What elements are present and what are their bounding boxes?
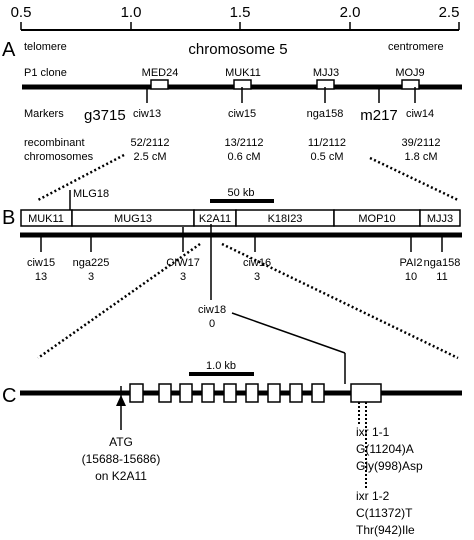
recombinant-ratio: 39/2112 xyxy=(402,137,441,149)
mutation-nucleotide: C(11372)T xyxy=(356,506,413,520)
marker-count: 13 xyxy=(35,271,47,283)
marker-count: 11 xyxy=(436,271,447,283)
exon xyxy=(350,383,382,403)
exon xyxy=(245,383,259,403)
marker-count: 3 xyxy=(88,271,94,283)
centromere-label: centromere xyxy=(388,41,444,53)
p1-clone-label: MJJ3 xyxy=(313,67,339,79)
marker-label: g3715 xyxy=(84,107,126,124)
bac-label: MJJ3 xyxy=(427,213,453,225)
mutation-label: ixr 1-1 xyxy=(356,425,390,439)
marker-label: m217 xyxy=(360,107,398,124)
ciw18-count: 0 xyxy=(209,318,215,330)
atg-position: (15688-15686) xyxy=(82,452,161,466)
scale-bar-label: 50 kb xyxy=(228,187,255,199)
marker-label: ciw13 xyxy=(133,108,161,120)
bac-box xyxy=(419,209,461,227)
marker-label: CIW17 xyxy=(166,257,200,269)
scale-tick-label: 1.5 xyxy=(230,4,251,21)
exon xyxy=(223,383,237,403)
zoom-line xyxy=(369,156,459,202)
ciw18-connector xyxy=(231,312,346,354)
recombinant-ratio: 52/2112 xyxy=(131,137,170,149)
p1-clone-label: P1 clone xyxy=(24,67,67,79)
genetic-distance: 1.8 cM xyxy=(404,151,437,163)
scale-tick-label: 2.0 xyxy=(340,4,361,21)
recombinant-ratio: 13/2112 xyxy=(225,137,264,149)
exon xyxy=(267,383,281,403)
atg-arrow-icon xyxy=(116,395,126,406)
exon xyxy=(179,383,193,403)
panel-b: B 50 kb MLG18 MUK11 MUG13 K2A11 K18I23 M… xyxy=(2,187,462,330)
markers-label: Markers xyxy=(24,108,64,120)
p1-clone-label: MOJ9 xyxy=(395,67,424,79)
zoom-line xyxy=(37,242,201,360)
marker-label: ciw14 xyxy=(406,108,434,120)
panel-letter-c: C xyxy=(2,385,16,407)
bac-label: K18I23 xyxy=(268,213,303,225)
mutation-amino-acid: Gly(998)Asp xyxy=(356,459,423,473)
genetic-distance: 2.5 cM xyxy=(133,151,166,163)
mutation-amino-acid: Thr(942)Ile xyxy=(356,523,415,537)
p1-clone-label: MUK11 xyxy=(225,67,261,79)
genetic-distance: 0.5 cM xyxy=(310,151,343,163)
panel-c: C 1.0 kb ATG (15688-15686) on K2A11 ixr … xyxy=(2,360,462,537)
panel-a: A telomere chromosome 5 centromere P1 cl… xyxy=(2,39,462,163)
marker-label: ciw15 xyxy=(228,108,256,120)
recombinant-ratio: 11/2112 xyxy=(308,137,346,149)
bac-label: MUG13 xyxy=(114,213,152,225)
panel-letter-a: A xyxy=(2,39,16,61)
p1-clone-box xyxy=(401,79,420,90)
genetic-distance: 0.6 cM xyxy=(227,151,260,163)
bac-label: MUK11 xyxy=(28,213,64,225)
chromosomes-label: chromosomes xyxy=(24,151,94,163)
scale-tick-label: 1.0 xyxy=(121,4,142,21)
mutation-nucleotide: G(11204)A xyxy=(356,442,414,456)
marker-label: ciw15 xyxy=(27,257,55,269)
chromosome-scale: 0.5 1.0 1.5 2.0 2.5 xyxy=(11,4,460,31)
telomere-label: telomere xyxy=(24,41,67,53)
marker-label: nga158 xyxy=(424,257,461,269)
bac-label: K2A11 xyxy=(199,213,231,225)
exon xyxy=(289,383,303,403)
marker-label: ciw16 xyxy=(243,257,271,269)
exon xyxy=(158,383,172,403)
marker-label: nga158 xyxy=(307,108,344,120)
p1-clone-label: MED24 xyxy=(142,67,179,79)
atg-clone: on K2A11 xyxy=(95,469,147,483)
bac-label: MOP10 xyxy=(358,213,395,225)
panel-letter-b: B xyxy=(2,207,15,229)
marker-count: 3 xyxy=(254,271,260,283)
scale-tick-label: 0.5 xyxy=(11,4,32,21)
marker-label: nga225 xyxy=(73,257,110,269)
p1-clone-box xyxy=(150,79,169,90)
recombinant-label: recombinant xyxy=(24,137,85,149)
chromosome-label: chromosome 5 xyxy=(188,41,287,58)
mlg18-label: MLG18 xyxy=(73,188,109,200)
atg-label: ATG xyxy=(109,435,133,449)
exon xyxy=(129,383,144,403)
marker-count: 10 xyxy=(405,271,417,283)
mutation-label: ixr 1-2 xyxy=(356,489,390,503)
scale-bar-label: 1.0 kb xyxy=(206,360,236,372)
scale-tick-label: 2.5 xyxy=(439,4,460,21)
marker-count: 3 xyxy=(180,271,186,283)
zoom-line xyxy=(221,242,459,360)
ciw18-label: ciw18 xyxy=(198,304,226,316)
exon xyxy=(311,383,325,403)
marker-label: PAI2 xyxy=(399,257,422,269)
exon xyxy=(201,383,215,403)
